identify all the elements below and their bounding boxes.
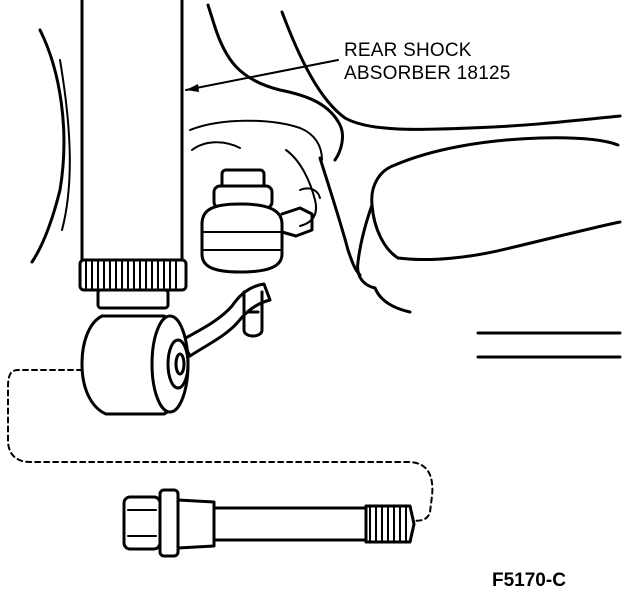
lower-arm-bracket: [180, 282, 272, 358]
lower-eye-bushing: [80, 314, 190, 416]
vehicle-body-outline: [30, 3, 622, 359]
callout-label-line-2: ABSORBER 18125: [344, 63, 511, 84]
upper-bushing-assembly: [200, 168, 321, 274]
bolt-install-path: [7, 369, 434, 522]
shock-absorber-body: [78, 0, 188, 310]
figure-id: F5170-C: [492, 570, 566, 591]
callout-leader: [185, 59, 339, 92]
mounting-bolt: [122, 488, 416, 558]
callout-label-line-1: REAR SHOCK: [344, 40, 472, 61]
